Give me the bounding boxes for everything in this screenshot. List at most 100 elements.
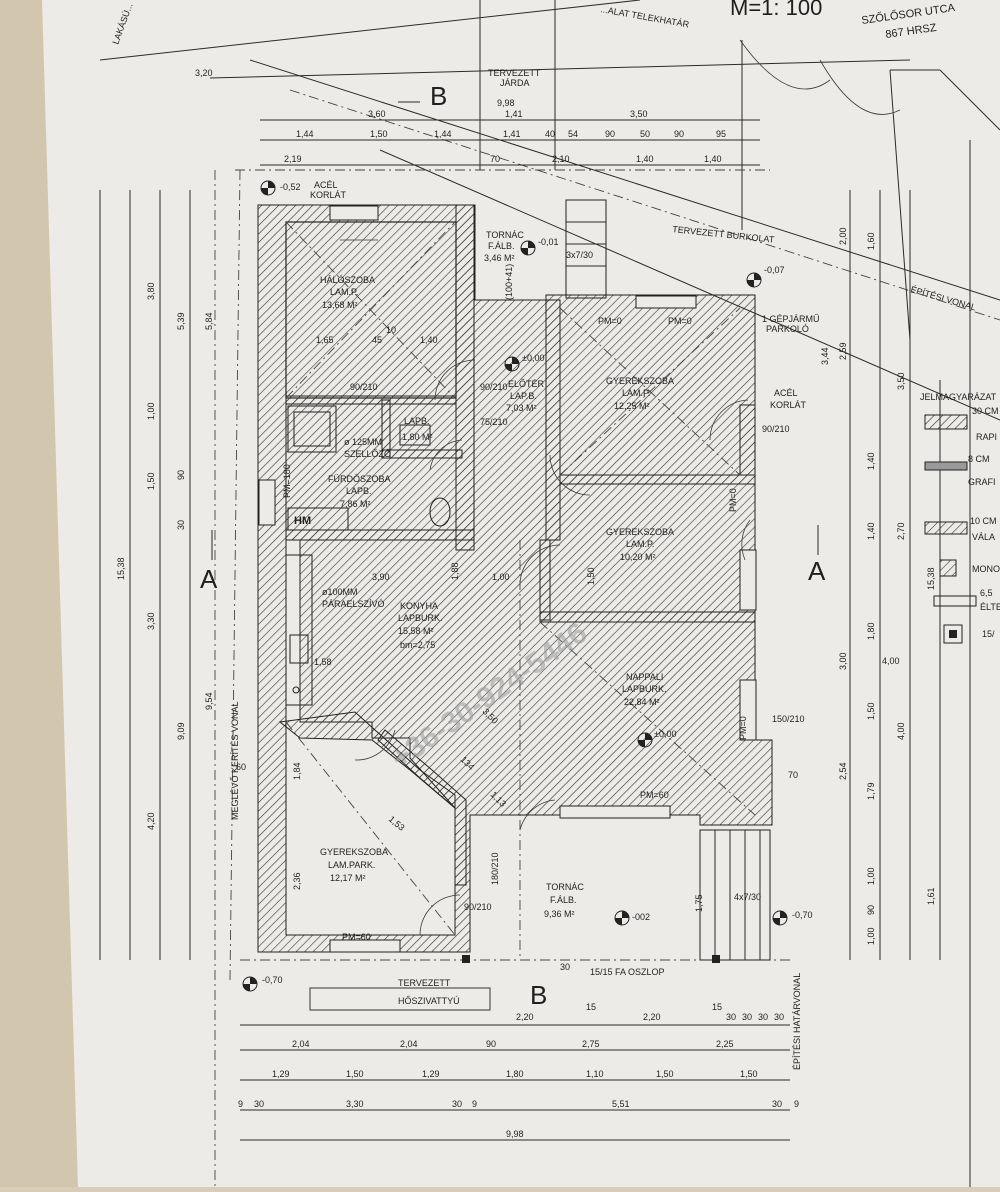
dim-interior: 2,36 xyxy=(292,872,302,890)
dim-right: 1,40 xyxy=(866,522,876,540)
level-se: -0,70 xyxy=(792,910,813,920)
dim-right: 2,59 xyxy=(838,342,848,360)
room-name: TORNÁC xyxy=(546,882,584,892)
parking-label: 1 GÉPJÁRMŰ xyxy=(762,314,820,324)
dim-interior: 4x7/30 xyxy=(734,892,761,902)
level-nappali: ±0,00 xyxy=(654,729,676,739)
level-nw: -0,52 xyxy=(280,182,301,192)
dim-top: 54 xyxy=(568,129,578,139)
dim-interior: 1,50 xyxy=(586,567,596,585)
dim-interior: 90/210 xyxy=(762,424,790,434)
scale-label: M=1: 100 xyxy=(730,0,822,20)
dim-top: 1,40 xyxy=(704,154,722,164)
room-area: 12,25 M² xyxy=(614,401,650,411)
dim-interior: 1,40 xyxy=(420,335,438,345)
dim-top-total: 9,98 xyxy=(497,98,515,108)
dim-interior: 70 xyxy=(788,770,798,780)
inner-wall-v4 xyxy=(739,404,756,476)
room-nappali: NAPPALI LAPBURK. 22,84 M² xyxy=(622,672,667,707)
dim-right: 2,00 xyxy=(838,227,848,245)
room-name: KONYHA xyxy=(400,601,438,611)
inner-wall-wc2 xyxy=(381,449,463,459)
room-tornac-front: TORNÁC F.ÁLB. 3,46 M² xyxy=(484,230,524,263)
inner-wall-h2 xyxy=(285,529,475,541)
dim-bottom: 1,50 xyxy=(740,1069,758,1079)
dim-top: 1,41 xyxy=(503,129,521,139)
building-limit-label: ÉPÍTÉSI HATÁRVONAL xyxy=(792,973,802,1070)
dim-right: 1,80 xyxy=(866,622,876,640)
room-gyerekszoba-3: GYEREKSZOBA LAM.PARK. 12,17 M² xyxy=(320,847,388,883)
dim-top: 3,60 xyxy=(368,109,386,119)
dim-interior: 45 xyxy=(372,335,382,345)
room-name: ELŐTÉR xyxy=(508,379,545,389)
room-area: 9,36 M² xyxy=(544,909,575,919)
legend-text: RAPI xyxy=(976,432,997,442)
legend: JELMAGYARÁZAT 30 CM RAPI 8 CM GRAFI 10 C… xyxy=(920,392,1000,644)
roof-hidden-lines xyxy=(229,169,790,981)
dim-top: 1,44 xyxy=(296,129,314,139)
dim-bottom: 90 xyxy=(486,1039,496,1049)
room-floor: LAM.P. xyxy=(330,287,358,297)
column-1 xyxy=(462,955,470,963)
dim-bottom: 30 xyxy=(254,1099,264,1109)
dim-right: 2,70 xyxy=(896,522,906,540)
dim-bottom: 30 xyxy=(774,1012,784,1022)
dim-bottom: 30 xyxy=(772,1099,782,1109)
dim-right-total: 15,38 xyxy=(926,567,936,590)
site-lines xyxy=(99,0,1000,1187)
inner-wall-v1 xyxy=(455,204,475,551)
dim-left: 30 xyxy=(176,520,186,530)
dim-left: 1,00 xyxy=(146,402,156,420)
room-area: 3,46 M² xyxy=(484,253,515,263)
level-markers xyxy=(242,180,788,992)
dim-bottom: 1,29 xyxy=(422,1069,440,1079)
room-name: GYEREKSZOBA xyxy=(606,376,674,386)
dim-left: 90 xyxy=(176,470,186,480)
dim-bottom: 15 xyxy=(712,1002,722,1012)
dim-bottom: 2,20 xyxy=(516,1012,534,1022)
dim-interior: 1,75 xyxy=(694,894,704,912)
dim-interior: (100+41) xyxy=(504,264,514,300)
dim-bottom: 9 xyxy=(794,1099,799,1109)
room-name: NAPPALI xyxy=(626,672,663,682)
dim-left: 9,54 xyxy=(204,692,214,710)
room-floor: LAPBURK. xyxy=(622,684,667,694)
dim-top: 1,50 xyxy=(370,129,388,139)
dim-bottom: 2,25 xyxy=(716,1039,734,1049)
dim-top: 3,50 xyxy=(630,109,648,119)
room-floor: F.ÁLB. xyxy=(550,895,577,905)
porch-steps xyxy=(565,199,771,961)
room-area: 10,20 M² xyxy=(620,552,656,562)
dim-interior: 180/210 xyxy=(490,852,500,885)
inner-wall-v3 xyxy=(539,539,551,621)
dim-top: 90 xyxy=(674,129,684,139)
section-mark-b-bottom: B xyxy=(530,980,547,1010)
dim-left: 3,80 xyxy=(146,282,156,300)
inner-wall-h3 xyxy=(559,474,756,485)
dim-bottom: 9 xyxy=(472,1099,477,1109)
dim-top: 90 xyxy=(605,129,615,139)
room-wc: LAPB. 1,80 M² xyxy=(402,416,433,442)
legend-text: 15/ xyxy=(982,629,995,639)
dim-interior: 90/210 xyxy=(464,902,492,912)
dim-interior: 1,65 xyxy=(316,335,334,345)
dim-interior: 30 xyxy=(560,962,570,972)
dim-top: 2,19 xyxy=(284,154,302,164)
dim-bottom: 5,51 xyxy=(612,1099,630,1109)
dim-bottom: 1,80 xyxy=(506,1069,524,1079)
legend-text: MONO xyxy=(972,564,1000,574)
room-tornac-back: TORNÁC F.ÁLB. 9,36 M² xyxy=(544,882,584,919)
dim-left-total: 15,38 xyxy=(116,557,126,580)
dim-left: 4,20 xyxy=(146,812,156,830)
window-tag: PM=180 xyxy=(282,464,292,498)
doors xyxy=(340,239,751,936)
dim-bottom: 2,04 xyxy=(292,1039,310,1049)
dim-right: 1,50 xyxy=(866,702,876,720)
hood-label-2: PÁRAELSZÍVÓ xyxy=(322,599,385,609)
dim-bottom: 30 xyxy=(742,1012,752,1022)
legend-text: ÉLTE xyxy=(980,602,1000,612)
legend-title: JELMAGYARÁZAT xyxy=(920,392,997,402)
dim-top: 2,10 xyxy=(552,154,570,164)
inner-wall-v2 xyxy=(545,299,561,541)
